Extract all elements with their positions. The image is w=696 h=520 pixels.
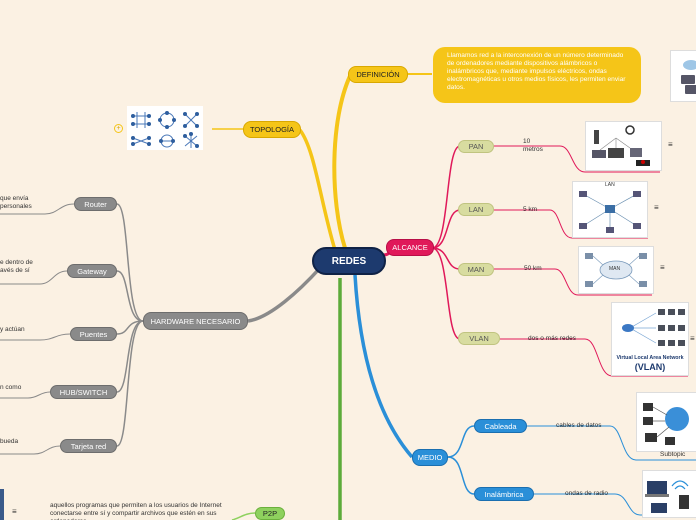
hardware-puentes[interactable]: Puentes	[70, 327, 117, 341]
alcance-lan[interactable]: LAN	[458, 203, 494, 216]
alcance-topic[interactable]: ALCANCE	[386, 239, 434, 256]
lan-diagram-icon	[579, 191, 641, 233]
alcance-man-note: 50 km	[524, 265, 542, 272]
vlan-diagram-icon	[622, 309, 685, 346]
alcance-vlan-note: dos o más redes	[528, 335, 577, 342]
p2p-topic[interactable]: P2P	[255, 507, 285, 520]
vlan-image-title: Virtual Local Area Network	[616, 355, 684, 361]
hardware-puentes-text: y actúan	[0, 326, 25, 333]
alcance-man[interactable]: MAN	[458, 263, 494, 276]
hardware-hub-switch-text: n como	[0, 384, 22, 391]
wired-network-icon	[643, 403, 689, 445]
topologia-expand-marker[interactable]: +	[114, 124, 123, 133]
medio-cableada[interactable]: Cableada	[474, 419, 527, 433]
pan-image-menu[interactable]: ≡	[668, 140, 673, 149]
cloud-icon	[681, 60, 696, 94]
definicion-topic[interactable]: DEFINICIÓN	[348, 66, 408, 83]
lan-image[interactable]: LAN	[572, 181, 648, 238]
cableada-image[interactable]	[636, 392, 696, 452]
lan-image-menu[interactable]: ≡	[654, 203, 659, 212]
pan-devices-icon	[592, 125, 650, 166]
alcance-pan[interactable]: PAN	[458, 140, 494, 153]
hardware-tarjeta-red[interactable]: Tarjeta red	[60, 439, 117, 453]
hardware-gateway-text: e dentro de avés de sí	[0, 259, 33, 275]
pan-image[interactable]	[585, 121, 662, 171]
topologia-topic[interactable]: TOPOLOGÍA	[243, 121, 301, 138]
vlan-image[interactable]: Virtual Local Area Network (VLAN)	[611, 302, 689, 376]
wireless-devices-icon	[645, 480, 689, 513]
hardware-router[interactable]: Router	[74, 197, 117, 211]
medio-inalambrica[interactable]: Inalámbrica	[474, 487, 534, 501]
definicion-image[interactable]	[670, 50, 696, 102]
hardware-router-text: que envía personales	[0, 195, 32, 211]
hardware-topic[interactable]: HARDWARE NECESARIO	[143, 312, 248, 330]
man-image[interactable]: MAN	[578, 246, 654, 294]
alcance-lan-note: 5 km	[523, 206, 538, 213]
vlan-image-menu[interactable]: ≡	[690, 334, 695, 343]
man-diagram-icon	[585, 253, 647, 287]
hardware-gateway[interactable]: Gateway	[67, 264, 117, 278]
p2p-image-menu[interactable]: ≡	[12, 507, 17, 516]
topologia-image[interactable]	[127, 106, 203, 150]
man-image-label: MAN	[609, 266, 621, 272]
medio-topic[interactable]: MEDIO	[412, 449, 448, 466]
inalambrica-image[interactable]	[642, 470, 696, 518]
p2p-text: aquellos programas que permiten a los us…	[50, 502, 222, 520]
medio-inalambrica-note: ondas de radio	[565, 490, 609, 497]
vlan-image-subtitle: (VLAN)	[634, 362, 666, 372]
medio-cableada-note: cables de datos	[556, 422, 602, 429]
cableada-image-caption: Subtopic	[660, 451, 686, 458]
lan-image-label: LAN	[605, 182, 615, 188]
p2p-image[interactable]	[0, 489, 4, 520]
hardware-hub-switch[interactable]: HUB/SWITCH	[50, 385, 117, 399]
alcance-vlan[interactable]: VLAN	[458, 332, 500, 345]
definicion-text[interactable]: Llamamos red a la interconexión de un nú…	[433, 47, 641, 103]
man-image-menu[interactable]: ≡	[660, 263, 665, 272]
central-topic[interactable]: REDES	[312, 247, 386, 275]
alcance-pan-note: 10 metros	[523, 138, 543, 154]
network-topology-icon	[131, 111, 199, 148]
hardware-tarjeta-red-text: bueda	[0, 438, 19, 445]
